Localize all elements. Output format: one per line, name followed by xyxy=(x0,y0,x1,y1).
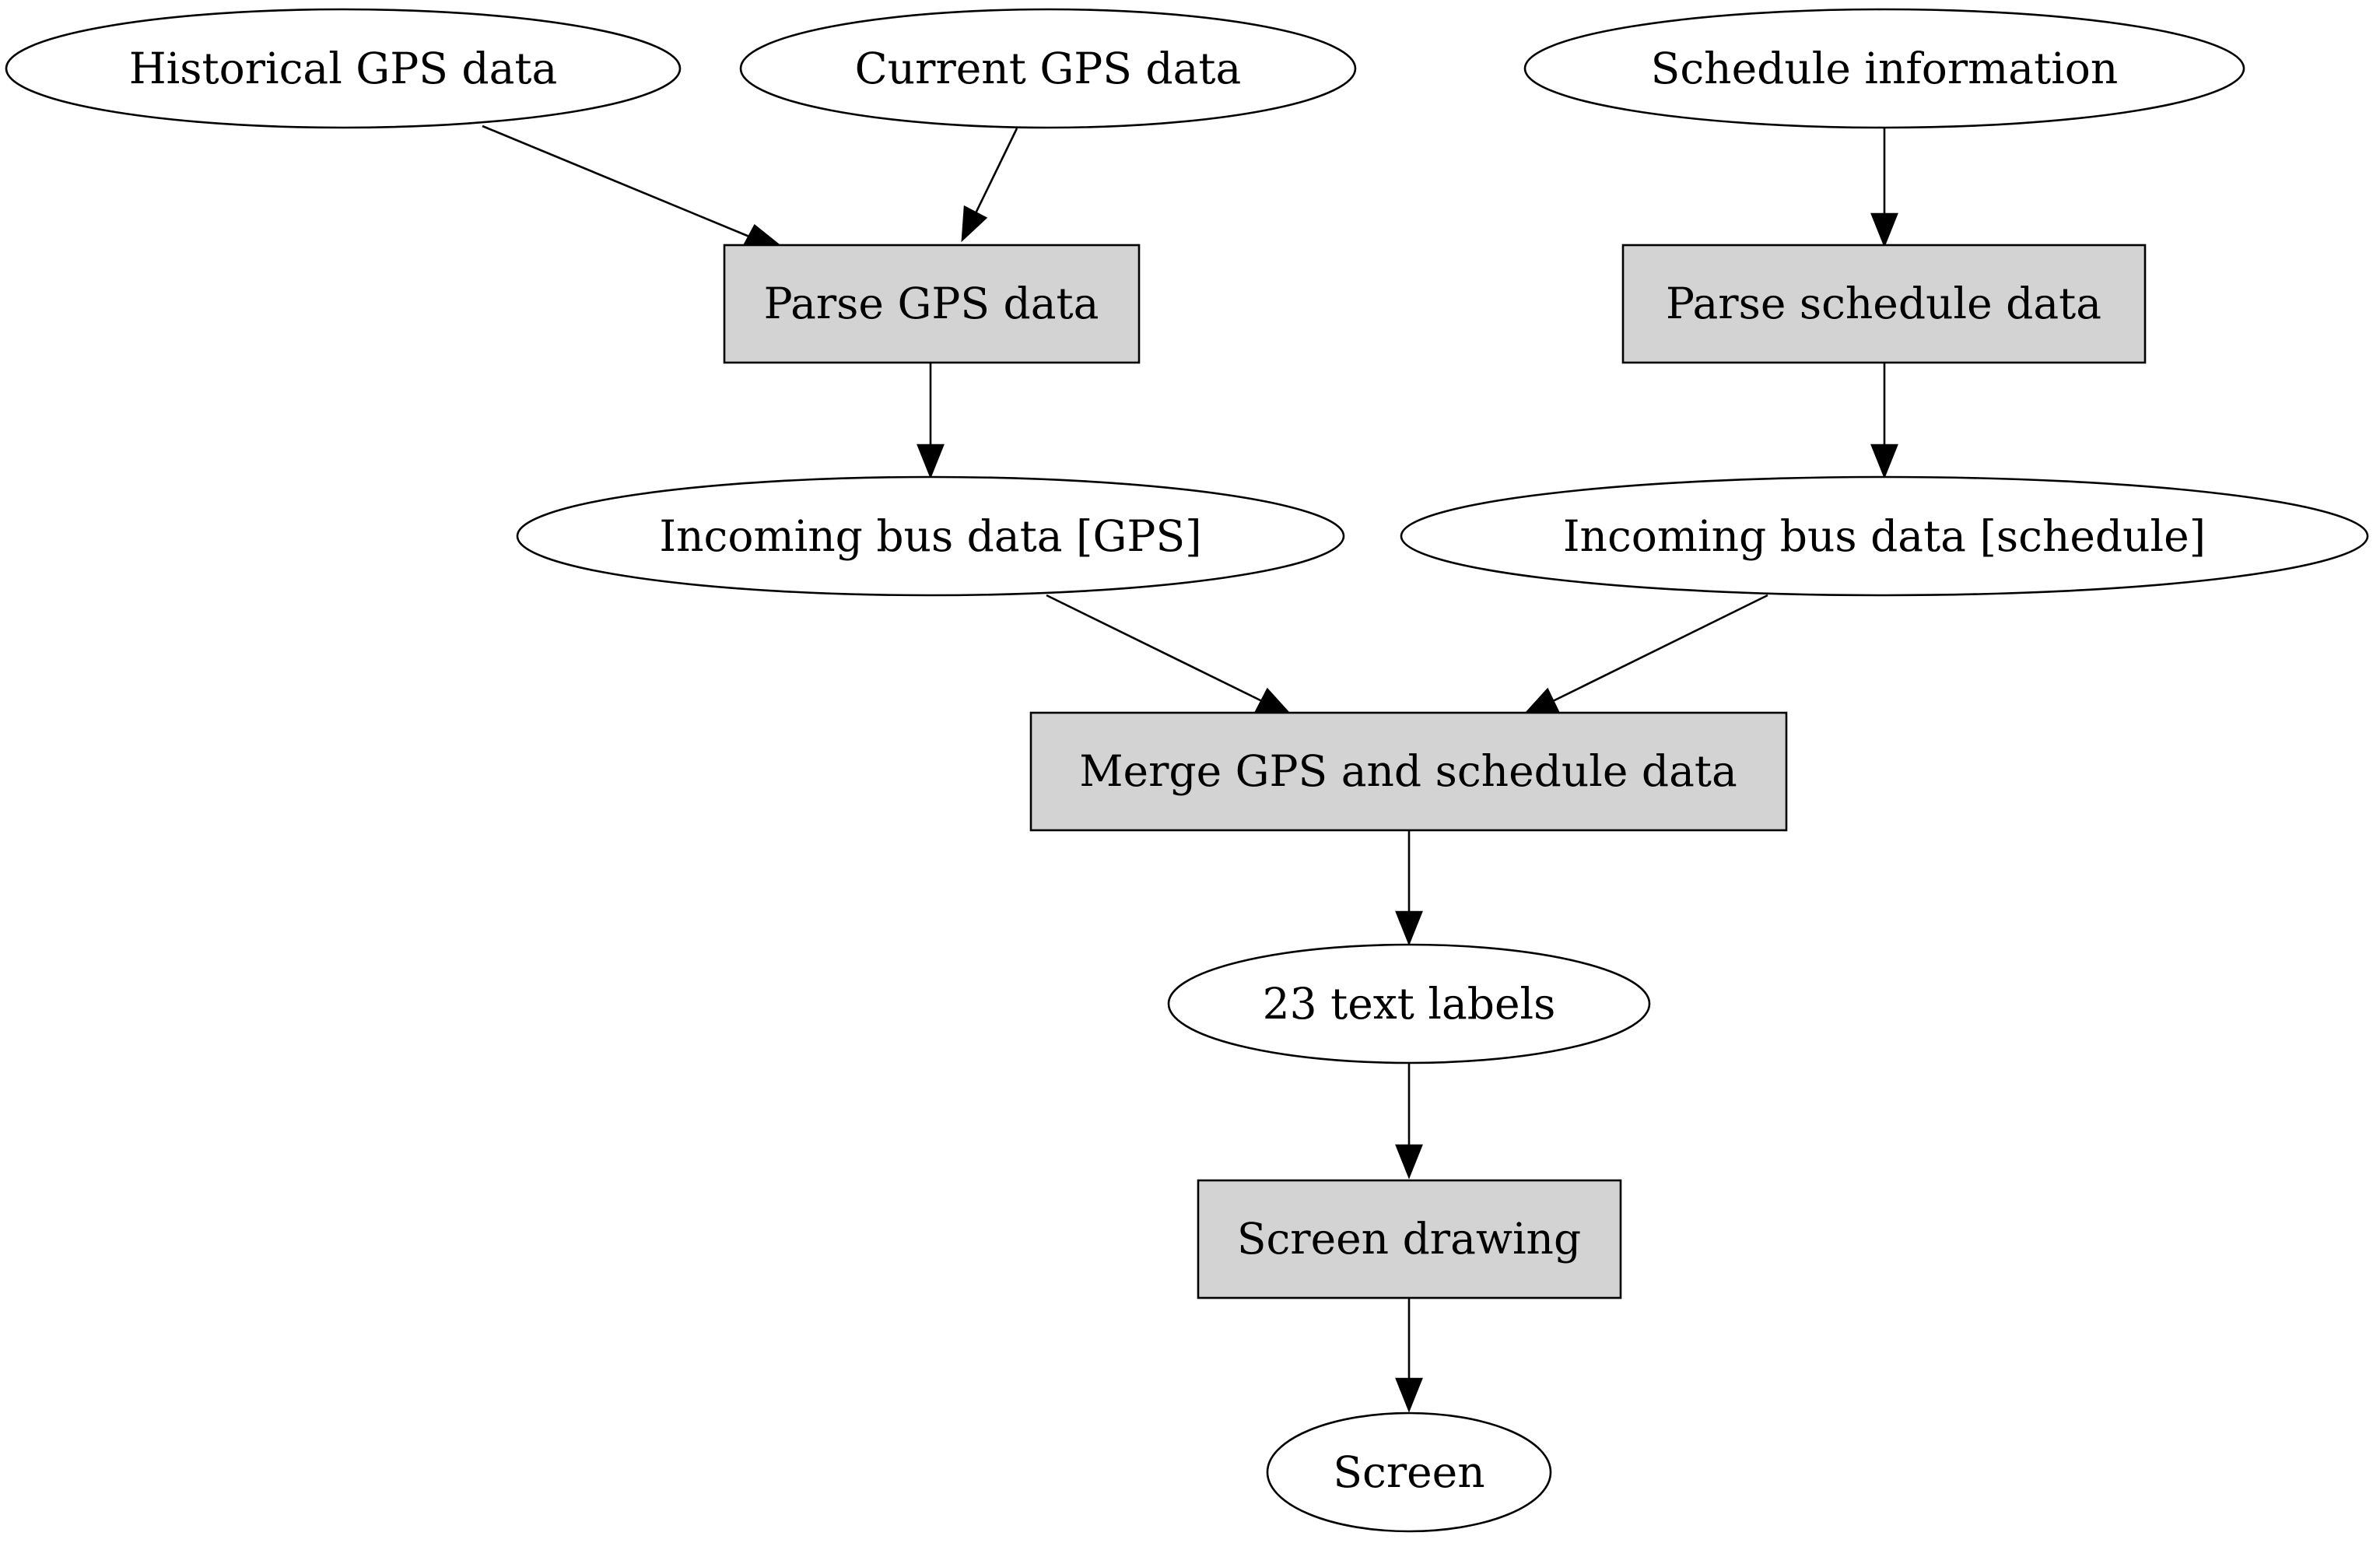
edge-incoming-gps-to-merge xyxy=(1046,594,1293,716)
node-schedule-information[interactable]: Schedule information xyxy=(1523,8,2245,129)
edge-merge-to-text-labels xyxy=(1395,830,1423,946)
node-label: Current GPS data xyxy=(855,44,1242,93)
edge-incoming-schedule-to-merge xyxy=(1522,594,1768,716)
node-label: Schedule information xyxy=(1651,44,2119,93)
edges xyxy=(482,124,1898,1413)
nodes: Historical GPS data Current GPS data Sch… xyxy=(5,8,2369,1533)
node-label: 23 text labels xyxy=(1263,979,1556,1029)
node-incoming-bus-data-gps[interactable]: Incoming bus data [GPS] xyxy=(516,475,1345,597)
node-parse-schedule-data[interactable]: Parse schedule data xyxy=(1621,244,2147,364)
node-screen[interactable]: Screen xyxy=(1266,1411,1552,1533)
node-label: Screen drawing xyxy=(1237,1214,1581,1264)
edge-parse-gps-to-incoming-gps xyxy=(917,362,945,479)
node-label: Parse GPS data xyxy=(764,279,1099,328)
edge-parse-schedule-to-incoming-schedule xyxy=(1870,362,1898,479)
node-23-text-labels[interactable]: 23 text labels xyxy=(1167,943,1651,1064)
edge-screen-drawing-to-screen xyxy=(1395,1297,1423,1413)
edge-text-labels-to-screen-drawing xyxy=(1395,1064,1423,1180)
node-screen-drawing[interactable]: Screen drawing xyxy=(1197,1179,1622,1299)
node-label: Incoming bus data [GPS] xyxy=(659,511,1201,561)
edge-current-gps-to-parse-gps xyxy=(961,128,1018,243)
node-merge-gps-and-schedule-data[interactable]: Merge GPS and schedule data xyxy=(1029,711,1788,832)
node-incoming-bus-data-schedule[interactable]: Incoming bus data [schedule] xyxy=(1400,475,2369,597)
node-label: Incoming bus data [schedule] xyxy=(1563,511,2206,561)
edge-historical-gps-to-parse-gps xyxy=(482,124,785,249)
edge-schedule-info-to-parse-schedule xyxy=(1870,128,1898,248)
node-current-gps-data[interactable]: Current GPS data xyxy=(739,8,1357,129)
node-label: Parse schedule data xyxy=(1666,279,2101,328)
node-label: Historical GPS data xyxy=(129,44,558,93)
node-parse-gps-data[interactable]: Parse GPS data xyxy=(723,244,1141,364)
node-historical-gps-data[interactable]: Historical GPS data xyxy=(5,8,682,129)
node-label: Screen xyxy=(1333,1447,1484,1497)
node-label: Merge GPS and schedule data xyxy=(1079,746,1737,796)
